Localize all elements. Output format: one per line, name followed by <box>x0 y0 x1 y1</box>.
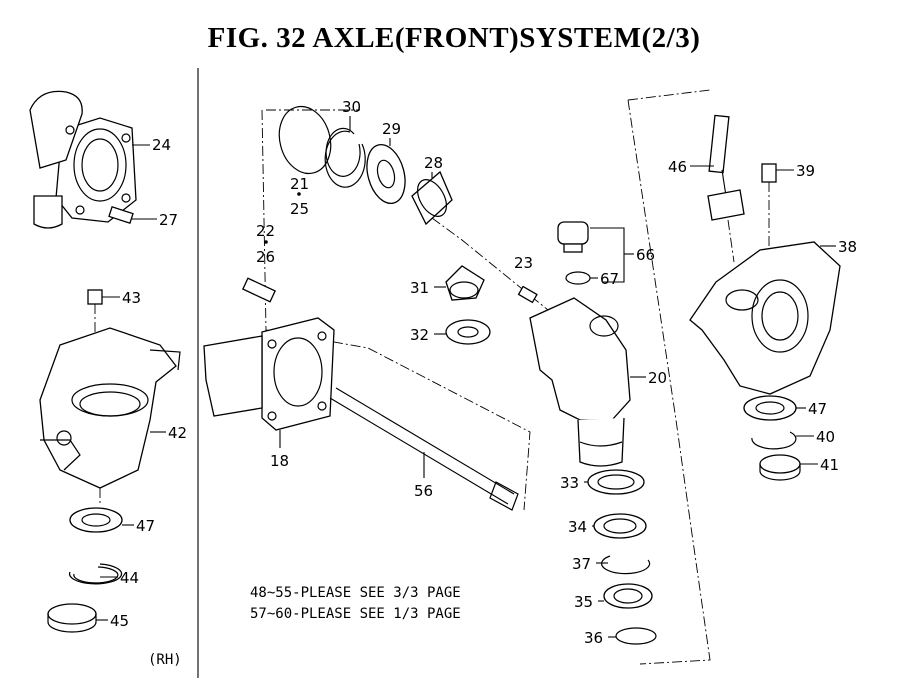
part-33-seal <box>587 469 645 495</box>
part-40-snap-ring <box>751 431 797 450</box>
part-21-o-ring <box>278 105 332 196</box>
note-page-1: 57~60-PLEASE SEE 1/3 PAGE <box>250 606 461 622</box>
callout-41: 41 <box>820 456 839 474</box>
callout-21: 21 <box>290 175 309 193</box>
part-56-axle-shaft <box>329 387 519 511</box>
callout-43: 43 <box>122 289 141 307</box>
callout-20: 20 <box>648 369 667 387</box>
part-45-seal <box>47 603 97 633</box>
part-47-bearing-left <box>69 507 123 533</box>
part-24-knuckle-housing <box>29 90 137 229</box>
part-20-knuckle-arm <box>529 297 631 467</box>
figure-title: FIG. 32 AXLE(FRONT)SYSTEM(2/3) <box>207 22 701 54</box>
callout-28: 28 <box>424 154 443 172</box>
part-42-knuckle-casting <box>39 327 181 489</box>
part-36-ring <box>615 627 657 645</box>
callout-24: 24 <box>152 136 171 154</box>
callout-22: 22 <box>256 222 275 240</box>
part-46-pinion-shaft <box>707 114 745 263</box>
part-29-ball-bearing <box>366 144 406 204</box>
callout-26: 26 <box>256 248 275 266</box>
part-66-breather-cap <box>557 221 589 253</box>
part-23-pin <box>517 285 538 304</box>
callout-46: 46 <box>668 158 687 176</box>
callout-36: 36 <box>584 629 603 647</box>
part-34-bearing <box>593 513 647 539</box>
part-28-bevel-gear <box>411 170 453 226</box>
part-44-snap-ring <box>68 563 123 585</box>
part-32-bearing <box>445 319 491 345</box>
callout-37: 37 <box>572 555 591 573</box>
callout-40: 40 <box>816 428 835 446</box>
callout-27: 27 <box>159 211 178 229</box>
callout-67: 67 <box>600 270 619 288</box>
callout-25: 25 <box>290 200 309 218</box>
callout-45: 45 <box>110 612 129 630</box>
callout-47-right: 47 <box>808 400 827 418</box>
callout-66: 66 <box>636 246 655 264</box>
part-31-pinion-gear <box>445 265 485 301</box>
callout-38: 38 <box>838 238 857 256</box>
callout-32: 32 <box>410 326 429 344</box>
side-label-rh: (RH) <box>148 652 182 668</box>
callout-31: 31 <box>410 279 429 297</box>
callout-30: 30 <box>342 98 361 116</box>
part-26-bolt <box>242 240 276 303</box>
callout-39: 39 <box>796 162 815 180</box>
callout-35: 35 <box>574 593 593 611</box>
callout-44: 44 <box>120 569 139 587</box>
callout-33: 33 <box>560 474 579 492</box>
part-39-plug <box>761 163 777 256</box>
part-18-housing-flange <box>203 317 335 431</box>
callout-29: 29 <box>382 120 401 138</box>
part-37-snap-ring <box>601 555 651 575</box>
callout-34: 34 <box>568 518 587 536</box>
callout-42: 42 <box>168 424 187 442</box>
part-47-bearing-right <box>743 395 797 421</box>
callout-23: 23 <box>514 254 533 272</box>
callout-47-left: 47 <box>136 517 155 535</box>
part-38-final-case <box>689 241 841 395</box>
part-41-seal <box>759 454 801 481</box>
part-30-circlip <box>324 127 366 188</box>
part-35-bearing <box>603 583 653 609</box>
part-27-pin <box>108 206 134 224</box>
note-page-3: 48~55-PLEASE SEE 3/3 PAGE <box>250 585 461 601</box>
callout-56: 56 <box>414 482 433 500</box>
callout-18: 18 <box>270 452 289 470</box>
part-67-washer <box>565 271 591 285</box>
